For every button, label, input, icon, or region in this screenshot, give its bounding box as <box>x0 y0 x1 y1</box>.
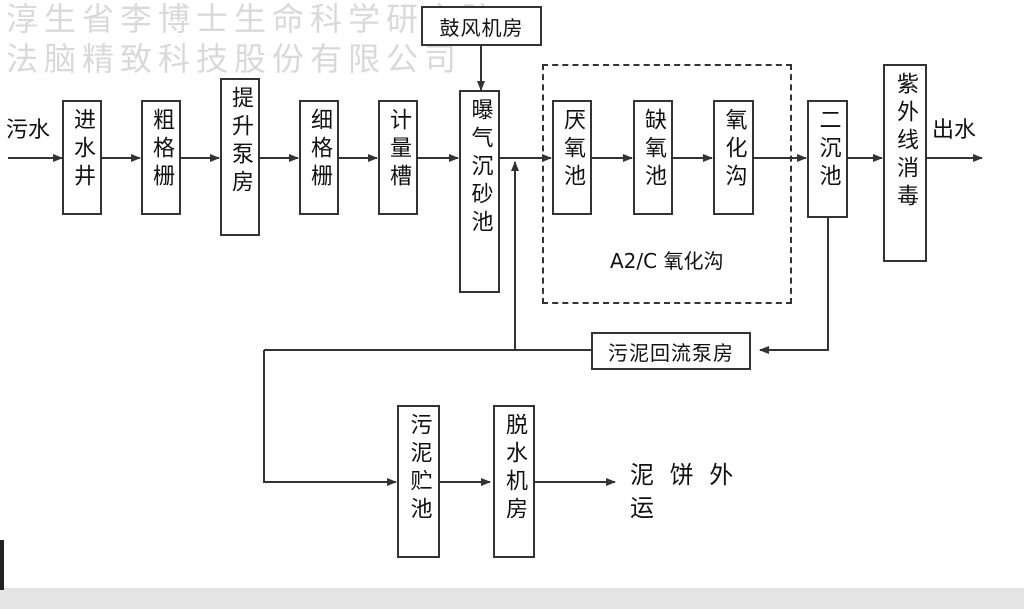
aerated-grit-box: 曝气沉砂池 <box>459 90 500 293</box>
metering-tank-label: 计量槽 <box>386 108 411 192</box>
sludge-return-pump-box: 污泥回流泵房 <box>591 332 751 370</box>
anaerobic-tank-label: 厌氧池 <box>560 108 585 192</box>
sludge-return-pump-label: 污泥回流泵房 <box>608 340 734 365</box>
dewatering-room-box: 脱水机房 <box>493 405 535 558</box>
secondary-clarifier-box: 二沉池 <box>807 100 848 218</box>
coarse-screen-box: 粗格栅 <box>141 100 181 215</box>
lift-pump-label: 提升泵房 <box>228 86 253 198</box>
coarse-screen-label: 粗格栅 <box>149 108 174 192</box>
bottom-band <box>0 588 1024 609</box>
lift-pump-box: 提升泵房 <box>220 78 260 236</box>
arrow-clarifier-to-return-pump <box>759 218 829 354</box>
oxidation-ditch-label: 氧化沟 <box>721 108 747 192</box>
blower-room-label: 鼓风机房 <box>439 15 524 40</box>
watermark-line-2: 法脑精致科技股份有限公司 <box>6 40 463 78</box>
uv-disinfection-label: 紫外线消毒 <box>893 72 918 212</box>
inlet-well-box: 进水井 <box>62 100 102 215</box>
anoxic-tank-box: 缺氧池 <box>633 100 673 215</box>
secondary-clarifier-label: 二沉池 <box>815 108 841 192</box>
a2c-label: A2/C 氧化沟 <box>610 249 724 273</box>
watermark-line-1: 淳生省李博士生命科学研究院 <box>6 0 501 38</box>
metering-tank-box: 计量槽 <box>378 100 418 215</box>
arrow-to-sludge-storage <box>263 350 397 486</box>
inlet-well-label: 进水井 <box>70 108 95 192</box>
anoxic-tank-label: 缺氧池 <box>641 108 666 192</box>
aerated-grit-label: 曝气沉砂池 <box>467 98 493 238</box>
sludge-storage-box: 污泥贮池 <box>397 405 440 558</box>
sludge-storage-label: 污泥贮池 <box>406 413 432 525</box>
cake-label-line1: 泥 饼 外 <box>630 461 738 489</box>
inflow-label: 污水 <box>6 118 51 143</box>
a2c-group <box>542 64 792 304</box>
dewatering-room-label: 脱水机房 <box>502 413 527 525</box>
fine-screen-box: 细格栅 <box>299 100 339 215</box>
fine-screen-label: 细格栅 <box>307 108 332 192</box>
blower-room-box: 鼓风机房 <box>421 6 542 46</box>
anaerobic-tank-box: 厌氧池 <box>552 100 592 215</box>
uv-disinfection-box: 紫外线消毒 <box>883 64 927 262</box>
oxidation-ditch-box: 氧化沟 <box>713 100 754 215</box>
outflow-label: 出水 <box>932 118 977 143</box>
cake-label-line2: 运 <box>630 494 654 522</box>
left-edge-bar <box>0 540 4 590</box>
